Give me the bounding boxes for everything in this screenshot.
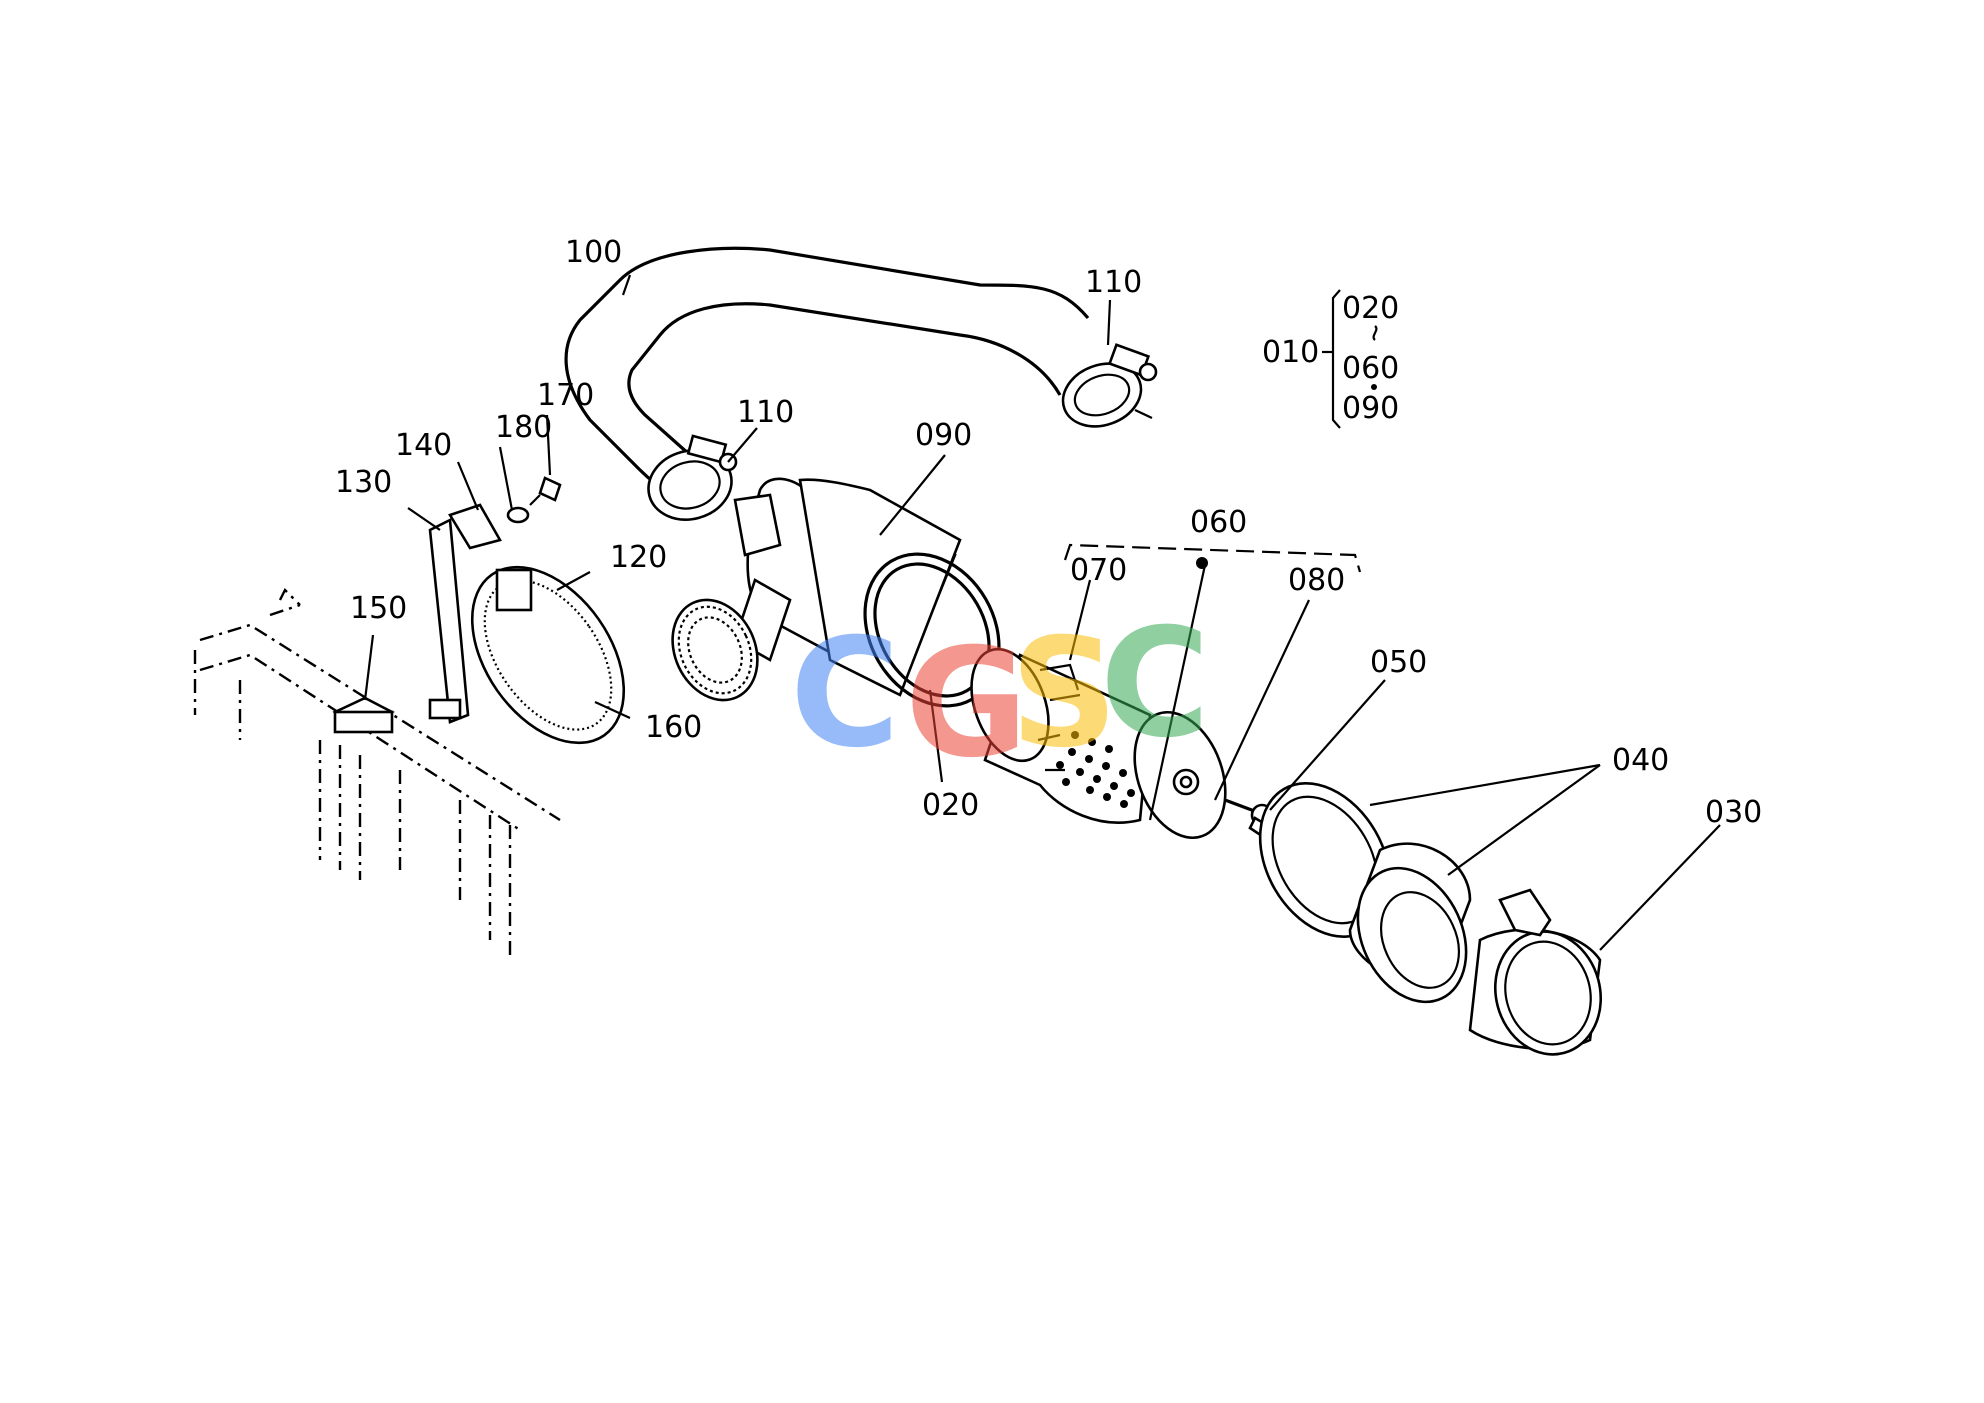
bracket-strap — [428, 503, 502, 724]
label-040: 040 — [1612, 743, 1669, 778]
leader-lines — [363, 274, 1721, 951]
hose-clamp-lower — [647, 434, 738, 521]
dust-cover — [1348, 842, 1472, 1004]
watermark-letter-c1: C — [790, 607, 900, 781]
label-brace-090: 090 — [1342, 391, 1399, 426]
label-160: 160 — [645, 710, 702, 745]
label-brace-020: 020 — [1342, 291, 1399, 326]
label-120: 120 — [610, 540, 667, 575]
label-050: 050 — [1370, 645, 1427, 680]
air-cleaner-body — [671, 477, 1001, 708]
label-030: 030 — [1705, 795, 1762, 830]
label-070: 070 — [1070, 553, 1127, 588]
label-140: 140 — [395, 428, 452, 463]
cgsc-watermark: C G S C — [790, 597, 1210, 791]
label-060: 060 — [1190, 505, 1247, 540]
bolt — [529, 476, 562, 506]
label-100: 100 — [565, 235, 622, 270]
intake-hose — [564, 246, 1090, 502]
label-020: 020 — [922, 788, 979, 823]
mounting-band — [470, 565, 626, 745]
hose-clamp-upper — [1061, 343, 1158, 428]
leader-dot — [1196, 557, 1208, 569]
label-080: 080 — [1288, 563, 1345, 598]
watermark-letter-g: G — [905, 617, 1028, 791]
filter-element — [970, 647, 1227, 840]
end-cap — [1468, 888, 1603, 1056]
frame-rail — [193, 587, 561, 960]
washer — [506, 506, 530, 524]
mount-pad — [332, 696, 395, 734]
label-110-lower: 110 — [737, 395, 794, 430]
filter-perforations — [1056, 731, 1135, 808]
label-010: 010 — [1262, 335, 1319, 370]
label-110-upper: 110 — [1085, 265, 1142, 300]
watermark-letter-c2: C — [1100, 597, 1210, 771]
assembly-brace — [1322, 289, 1378, 429]
watermark-letter-s: S — [1010, 607, 1118, 781]
label-150: 150 — [350, 591, 407, 626]
label-090: 090 — [915, 418, 972, 453]
label-180: 180 — [495, 410, 552, 445]
kit-bracket-060 — [1063, 543, 1362, 573]
label-170: 170 — [537, 378, 594, 413]
label-130: 130 — [335, 465, 392, 500]
label-brace-060: 060 — [1342, 351, 1399, 386]
